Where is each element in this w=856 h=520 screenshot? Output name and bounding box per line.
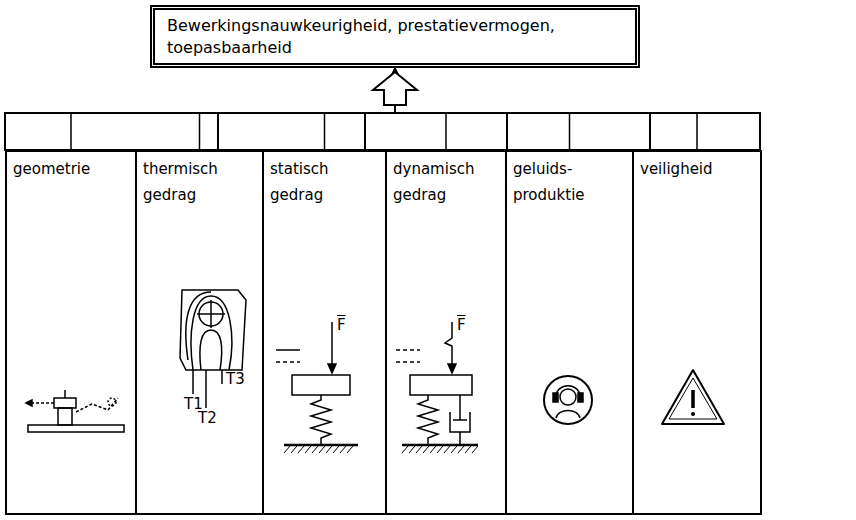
ground-hatch — [305, 446, 311, 453]
force-label: F — [457, 318, 466, 333]
merge-connector — [200, 68, 396, 150]
ground-hatch — [430, 446, 436, 453]
strip-dividers — [218, 113, 650, 150]
ground-hatch — [444, 446, 450, 453]
force-label: F — [337, 318, 346, 333]
ground-hatch — [416, 446, 422, 453]
ground-hatch — [333, 446, 339, 453]
ground-hatch — [298, 446, 304, 453]
ground-hatch — [291, 446, 297, 453]
ground-hatch — [347, 446, 353, 453]
ground-hatch — [458, 446, 464, 453]
ear-protection-icon — [544, 376, 592, 424]
ground-hatch — [326, 446, 332, 453]
box-label: dynamisch gedrag — [393, 156, 499, 209]
merge-connector — [395, 68, 570, 150]
ground-hatch — [284, 446, 290, 453]
box-label: Bewerkingsnauwkeurigheid, prestatievermo… — [167, 15, 623, 58]
leader-line — [221, 370, 223, 384]
ground-hatch — [319, 446, 325, 453]
thermal-icon — [180, 290, 246, 408]
static-icon — [276, 322, 358, 453]
ground-hatch — [312, 446, 318, 453]
hollow-arrow — [373, 72, 417, 105]
box-label: statisch gedrag — [270, 156, 379, 209]
ground-hatch — [340, 446, 346, 453]
warning-icon — [662, 370, 724, 424]
factor-column: statisch gedrag — [262, 150, 387, 515]
geometry-icon — [26, 390, 124, 432]
ground-hatch — [423, 446, 429, 453]
ground-hatch — [472, 446, 478, 453]
factor-column: thermisch gedrag — [135, 150, 264, 515]
temperature-label: T2 — [198, 411, 217, 426]
ground-hatch — [437, 446, 443, 453]
merge-connector — [71, 68, 395, 150]
leader-line — [192, 370, 194, 394]
box-label: geometrie — [13, 156, 129, 182]
factor-column: dynamisch gedrag — [385, 150, 507, 515]
box-label: geluids- produktie — [513, 156, 626, 209]
merge-connector — [395, 68, 697, 150]
ground-hatch — [451, 446, 457, 453]
box-label: veiligheid — [640, 156, 754, 182]
ground-hatch — [409, 446, 415, 453]
temperature-label: T3 — [226, 372, 245, 387]
result-box: Bewerkingsnauwkeurigheid, prestatievermo… — [150, 5, 640, 68]
factor-column: geluids- produktie — [505, 150, 634, 515]
factor-column: veiligheid — [632, 150, 762, 515]
box-label: thermisch gedrag — [143, 156, 256, 209]
header-strip — [5, 113, 760, 150]
factor-column: geometrie — [5, 150, 137, 515]
ground-hatch — [465, 446, 471, 453]
ground-hatch — [402, 446, 408, 453]
temperature-label: T1 — [184, 397, 203, 412]
dynamic-icon — [396, 322, 478, 453]
leader-line — [205, 370, 207, 408]
